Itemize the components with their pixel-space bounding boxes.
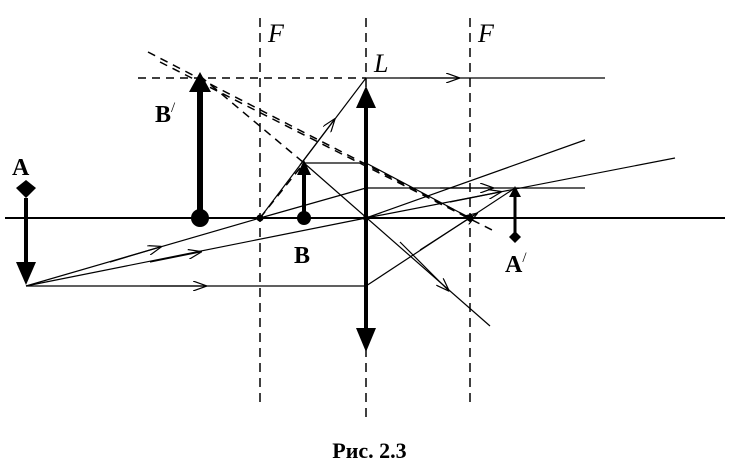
image-b-prime-arrow — [189, 72, 211, 227]
focus-right-label: F — [477, 19, 495, 48]
object-b-label: B — [294, 243, 310, 269]
object-b-arrow — [297, 160, 311, 225]
object-a-arrow — [16, 180, 36, 285]
object-a-label: A — [12, 155, 30, 181]
lens-label: L — [373, 49, 388, 78]
figure-caption: Рис. 2.3 — [332, 438, 407, 463]
rays-from-b — [259, 78, 605, 327]
image-a-prime-label: A/ — [505, 250, 527, 278]
focus-left-label: F — [267, 19, 285, 48]
construction-lines — [138, 51, 493, 231]
image-b-prime-label: B/ — [155, 100, 176, 128]
rays-from-a — [25, 139, 676, 286]
image-a-prime-arrow — [509, 186, 521, 243]
